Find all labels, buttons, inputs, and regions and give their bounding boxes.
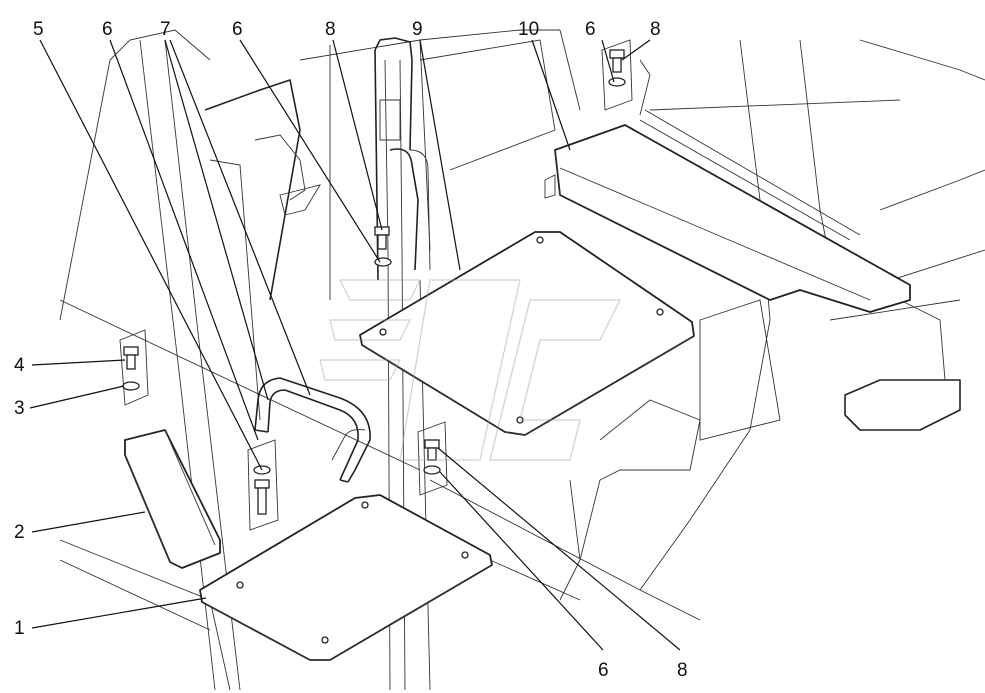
- callout-9: 9: [412, 19, 423, 40]
- part-1-lower-plate: [199, 494, 493, 661]
- fasteners: [119, 39, 633, 531]
- callout-3: 3: [14, 398, 25, 419]
- callout-10: 10: [518, 19, 539, 40]
- watermark-logo: [319, 279, 621, 461]
- part-10-long-plate: [544, 109, 911, 313]
- callout-6-top-mid: 6: [232, 19, 243, 40]
- callout-8-top-mid: 8: [325, 19, 336, 40]
- callout-labels: 5 6 7 6 8 9 10 6 8 4 3 2 1 6 8: [14, 19, 688, 681]
- callout-2: 2: [14, 522, 25, 543]
- callout-6-top-right: 6: [585, 19, 596, 40]
- cab-frame-structure: [59, 29, 985, 691]
- callout-6-top-left: 6: [102, 19, 113, 40]
- callout-8-bottom: 8: [677, 660, 688, 681]
- part-2-small-step: [124, 429, 221, 569]
- callout-7: 7: [160, 19, 171, 40]
- callout-5: 5: [33, 19, 44, 40]
- callout-8-top-right: 8: [650, 19, 661, 40]
- callout-6-bottom: 6: [598, 660, 609, 681]
- leader-lines: [29, 39, 681, 651]
- part-7-grab-handle: [254, 377, 371, 483]
- callout-4: 4: [14, 355, 25, 376]
- part-9-large-plate: [359, 231, 695, 436]
- callout-1: 1: [14, 618, 25, 639]
